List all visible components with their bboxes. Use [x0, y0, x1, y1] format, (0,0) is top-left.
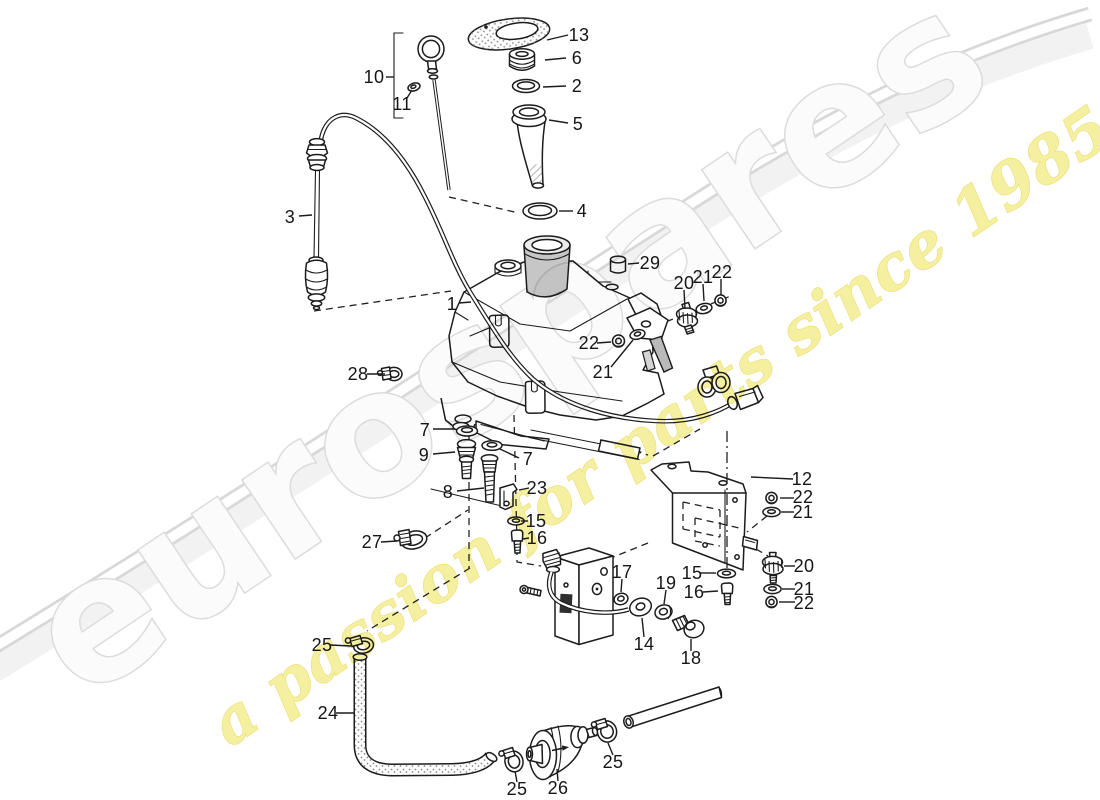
part-callout-25: 25 [602, 752, 624, 772]
hose-filter-group [344, 634, 723, 781]
part-callout-22: 22 [793, 593, 815, 613]
part-callout-21: 21 [792, 502, 814, 522]
part-callout-1: 1 [446, 294, 458, 314]
part-callout-23: 23 [526, 478, 548, 498]
part-callout-25: 25 [506, 779, 528, 799]
part-callout-9: 9 [418, 445, 430, 465]
part-callout-27: 27 [361, 532, 383, 552]
part-callout-19: 19 [655, 573, 677, 593]
part-callout-29: 29 [639, 253, 661, 273]
part-callout-17: 17 [611, 562, 633, 582]
part-callout-21: 21 [592, 362, 614, 382]
part-callout-4: 4 [576, 201, 588, 221]
flow-arrow [551, 747, 564, 752]
part-callout-2: 2 [571, 76, 583, 96]
part-callout-26: 26 [547, 778, 569, 798]
part-callout-28: 28 [347, 364, 369, 384]
part-callout-20: 20 [673, 273, 695, 293]
part-callout-18: 18 [680, 648, 702, 668]
part-callout-13: 13 [568, 25, 590, 45]
part-callout-24: 24 [317, 703, 339, 723]
part-callout-25: 25 [311, 635, 333, 655]
part-callout-7: 7 [419, 420, 431, 440]
part-callout-8: 8 [442, 482, 454, 502]
part-callout-6: 6 [571, 48, 583, 68]
part-callout-16: 16 [526, 528, 548, 548]
part-callout-7: 7 [522, 449, 534, 469]
part-callout-22: 22 [711, 262, 733, 282]
part-callout-21: 21 [692, 267, 714, 287]
part-callout-22: 22 [578, 333, 600, 353]
part-callout-12: 12 [791, 469, 813, 489]
part-callout-10: 10 [363, 67, 385, 87]
part-callout-20: 20 [793, 556, 815, 576]
part-callout-14: 14 [633, 634, 655, 654]
part-callout-3: 3 [284, 207, 296, 227]
part-callout-15: 15 [681, 563, 703, 583]
part-callout-11: 11 [392, 94, 412, 114]
part-callout-5: 5 [572, 114, 584, 134]
part-callout-16: 16 [683, 582, 705, 602]
